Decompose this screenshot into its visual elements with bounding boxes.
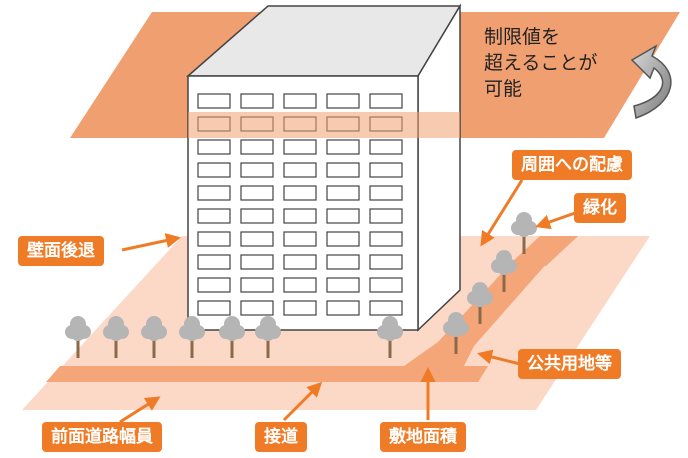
window — [326, 139, 360, 155]
label-surroundings: 周囲への配慮 — [512, 150, 632, 180]
window — [326, 300, 360, 316]
window — [326, 277, 360, 293]
window — [369, 93, 403, 109]
window — [326, 162, 360, 178]
window — [240, 139, 274, 155]
window — [283, 300, 317, 316]
arrow-greening — [535, 210, 579, 230]
window — [369, 139, 403, 155]
trees — [65, 212, 537, 358]
window — [369, 208, 403, 224]
window — [197, 162, 231, 178]
window — [197, 231, 231, 247]
window — [369, 185, 403, 201]
tree-icon — [179, 316, 205, 358]
arrow-wall-setback — [121, 233, 181, 252]
window — [369, 254, 403, 270]
window — [283, 139, 317, 155]
tree-icon — [103, 316, 129, 358]
window — [283, 208, 317, 224]
window — [197, 208, 231, 224]
arrow-road-access — [282, 381, 323, 422]
window — [240, 277, 274, 293]
public-use-path — [404, 236, 578, 382]
tree-icon — [255, 316, 281, 358]
curl-arrow-icon — [630, 44, 672, 120]
window — [240, 93, 274, 109]
tree-icon — [511, 212, 537, 254]
window — [326, 93, 360, 109]
window — [197, 139, 231, 155]
public-use-path-side — [518, 236, 578, 266]
window — [240, 162, 274, 178]
window — [369, 300, 403, 316]
window — [326, 208, 360, 224]
window — [326, 231, 360, 247]
window — [240, 254, 274, 270]
window — [197, 277, 231, 293]
window — [197, 254, 231, 270]
window — [240, 208, 274, 224]
tree-icon — [491, 250, 517, 292]
window — [283, 277, 317, 293]
window — [369, 277, 403, 293]
window — [240, 300, 274, 316]
window — [326, 254, 360, 270]
window — [369, 231, 403, 247]
window — [369, 162, 403, 178]
tree-icon — [219, 316, 245, 358]
window — [326, 185, 360, 201]
window — [197, 93, 231, 109]
window — [283, 93, 317, 109]
exceed-line-2: 超えることが — [484, 52, 598, 74]
label-public-use: 公共用地等 — [518, 349, 621, 379]
label-wall-setback: 壁面後退 — [18, 236, 104, 266]
label-road-width: 前面道路幅員 — [42, 422, 162, 452]
window — [197, 185, 231, 201]
tree-icon — [377, 316, 403, 358]
arrow-public-use — [477, 349, 521, 366]
tree-icon — [467, 282, 493, 324]
label-road-access: 接道 — [255, 422, 307, 452]
window — [240, 231, 274, 247]
exceed-line-1: 制限値を — [484, 26, 561, 48]
window — [197, 300, 231, 316]
limit-band-on-building — [188, 112, 460, 138]
arrow-surroundings — [480, 179, 524, 247]
exceed-limit-note: 制限値を 超えることが 可能 — [484, 24, 597, 102]
building — [186, 3, 462, 332]
arrow-road-width — [119, 396, 161, 424]
front-road-strip — [46, 366, 488, 382]
window — [283, 231, 317, 247]
window — [283, 185, 317, 201]
tree-icon — [141, 316, 167, 358]
tree-icon — [65, 316, 91, 358]
window — [283, 162, 317, 178]
window — [283, 254, 317, 270]
label-greening: 緑化 — [574, 193, 626, 223]
exceed-line-3: 可能 — [484, 78, 523, 100]
label-site-area: 敷地面積 — [380, 422, 466, 452]
window — [240, 185, 274, 201]
tree-icon — [443, 312, 469, 354]
